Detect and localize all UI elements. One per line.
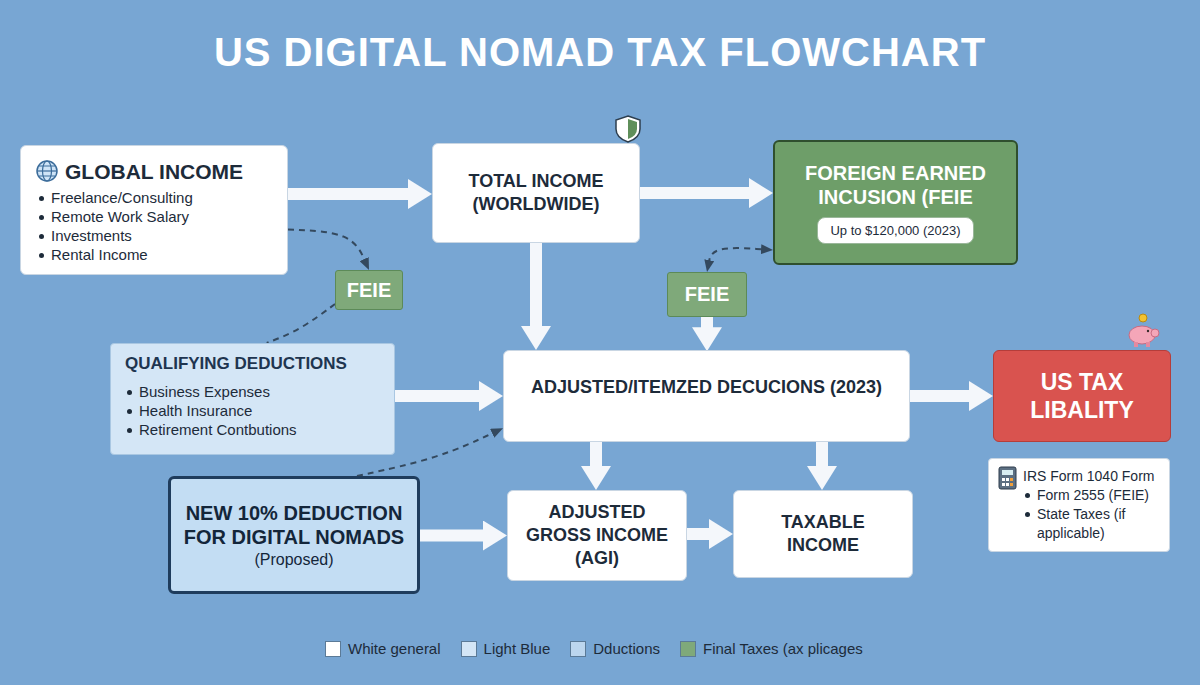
shield-icon xyxy=(616,116,640,142)
legend: White general Light Blue Dductions Final Ta… xyxy=(325,640,863,657)
node-heading: TOTAL INCOME (WORLDWIDE) xyxy=(445,170,627,216)
legend-text: White general xyxy=(348,640,441,657)
legend-text: Dductions xyxy=(593,640,660,657)
result-box: US TAX LIBALITY xyxy=(993,350,1171,442)
legend-swatch xyxy=(461,641,477,657)
process-box: ADJUSTED GROSS INCOME (AGI) xyxy=(507,490,687,581)
node-text: (Proposed) xyxy=(254,551,333,569)
node-text: Business Expenses xyxy=(125,382,380,401)
node-text: State Taxes (if applicable) xyxy=(1023,505,1159,543)
globe-icon xyxy=(37,161,57,181)
proposal-box: NEW 10% DEDUCTION FOR DIGITAL NOMADS (Pro… xyxy=(168,476,420,594)
exclusion-box: FOREIGN EARNED INCUSION (FEIE Up to $120,… xyxy=(773,140,1018,265)
deduction-box: QUALIFYING DEDUCTIONS Business ExpensesHe… xyxy=(110,343,395,455)
node-heading: Up to $120,000 (2023) xyxy=(830,223,960,238)
node-text: Freelance/Consulting xyxy=(37,188,273,207)
node-heading: FOREIGN EARNED INCUSION (FEIE xyxy=(785,161,1006,209)
node-heading: US TAX LIBALITY xyxy=(1006,368,1158,424)
node-text: Retirement Contbutions xyxy=(125,420,380,439)
flow-arrow xyxy=(288,188,416,200)
legend-text: Light Blue xyxy=(484,640,551,657)
dashed-connector xyxy=(267,304,335,343)
legend-item: Dductions xyxy=(570,640,660,657)
dashed-connector xyxy=(709,248,766,264)
calculator-icon xyxy=(999,467,1016,489)
tag-box: FEIE xyxy=(667,272,747,317)
node-text: Rental Income xyxy=(37,245,273,264)
flow-arrow xyxy=(420,530,491,542)
node-text: Investments xyxy=(37,226,273,245)
node-heading: NEW 10% DEDUCTION FOR DIGITAL NOMADS xyxy=(183,501,405,549)
piggy-bank-icon xyxy=(1129,314,1159,347)
node-heading: ADJUSTED/ITEMZED DECUCIONS (2023) xyxy=(531,375,882,399)
source-box: GLOBAL INCOME Freelance/ConsultingRemote … xyxy=(20,145,288,275)
node-heading: FEIE xyxy=(685,283,729,306)
forms-box: IRS Form 1040 FormForm 2555 (FEIE)State … xyxy=(988,458,1170,552)
flow-arrow xyxy=(640,187,757,199)
legend-item: White general xyxy=(325,640,441,657)
legend-item: Light Blue xyxy=(461,640,551,657)
flow-arrow xyxy=(816,442,828,474)
dashed-connector xyxy=(288,230,366,263)
tag-box: FEIE xyxy=(335,270,403,310)
flow-arrow xyxy=(701,317,713,335)
node-heading: QUALIFYING DEDUCTIONS xyxy=(125,354,380,374)
flow-arrow xyxy=(395,390,487,402)
process-box: TAXABLE INCOME xyxy=(733,490,913,578)
node-heading: FEIE xyxy=(347,279,391,302)
legend-item: Final Taxes (ax plicages xyxy=(680,640,863,657)
limit-pill: Up to $120,000 (2023) xyxy=(817,217,973,244)
process-box: TOTAL INCOME (WORLDWIDE) xyxy=(432,143,640,243)
node-heading: GLOBAL INCOME xyxy=(37,160,273,184)
node-heading: IRS Form 1040 Form xyxy=(1023,467,1159,486)
process-box: ADJUSTED/ITEMZED DECUCIONS (2023) xyxy=(503,350,910,442)
legend-swatch xyxy=(325,641,341,657)
node-heading: ADJUSTED GROSS INCOME (AGI) xyxy=(520,501,674,570)
flow-arrow xyxy=(530,243,542,334)
legend-swatch xyxy=(680,641,696,657)
node-text: Health Insurance xyxy=(125,401,380,420)
flow-arrow xyxy=(590,442,602,474)
legend-swatch xyxy=(570,641,586,657)
legend-text: Final Taxes (ax plicages xyxy=(703,640,863,657)
node-text: Remote Work Salary xyxy=(37,207,273,226)
node-heading: TAXABLE INCOME xyxy=(746,511,900,557)
node-text: Form 2555 (FEIE) xyxy=(1023,486,1159,505)
flow-arrow xyxy=(910,390,977,402)
flow-arrow xyxy=(687,528,717,540)
title: US DIGITAL NOMAD TAX FLOWCHART xyxy=(0,30,1200,75)
